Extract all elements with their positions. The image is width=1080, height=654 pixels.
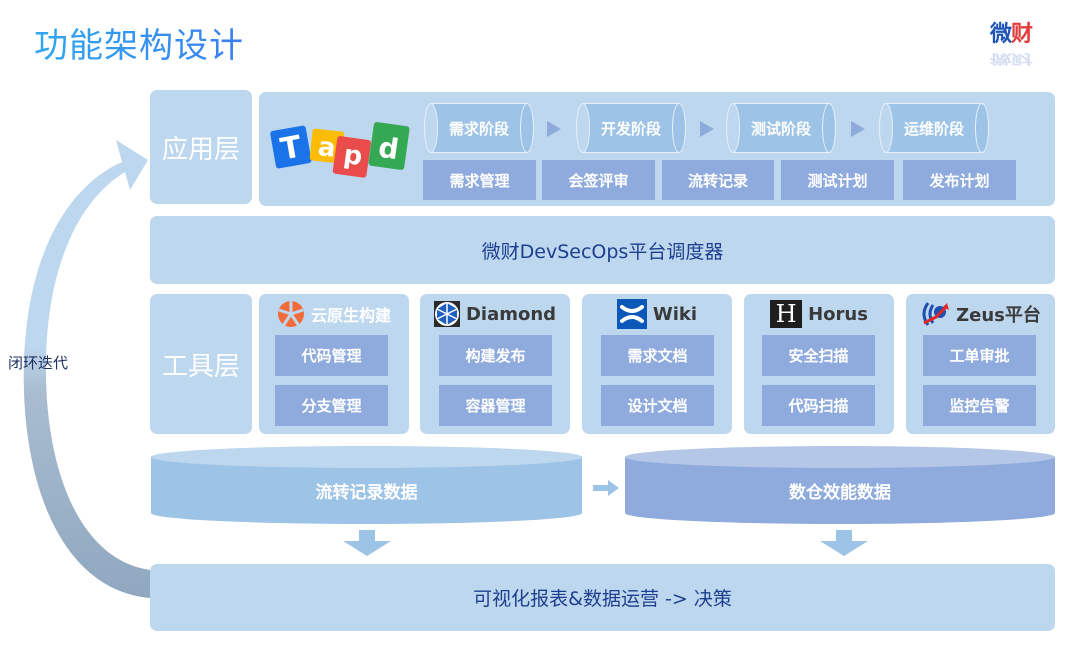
arrow-right-icon — [593, 480, 619, 496]
brand-reflect-2: 财 — [1011, 51, 1033, 66]
function-box: 构建发布 — [439, 335, 552, 376]
tapd-letter-p: p — [342, 140, 365, 172]
tool-card-header: H Horus — [744, 300, 894, 328]
tapd-letter-a: a — [316, 132, 337, 164]
application-layer-label-text: 应用层 — [161, 134, 240, 165]
stage-body — [732, 103, 830, 153]
dispatcher-panel: 微财DevSecOps平台调度器 — [150, 216, 1055, 284]
wiki-icon — [616, 299, 647, 329]
stage-cap — [576, 103, 590, 153]
brand-logo: 微财 微财 — [990, 16, 1050, 72]
stage-cap — [975, 103, 989, 153]
stage-body — [885, 103, 983, 153]
tool-card-header: Diamond — [420, 300, 570, 328]
stage-cap — [879, 103, 893, 153]
stage-label: 运维阶段 — [903, 119, 964, 138]
arrow-right-icon — [700, 121, 714, 137]
stage-label: 开发阶段 — [600, 119, 661, 138]
arrow-right-icon — [851, 121, 865, 137]
report-panel: 可视化报表&数据运营 -> 决策 — [150, 564, 1055, 631]
function-box: 代码扫描 — [762, 385, 875, 426]
page-title: 功能架构设计 — [34, 18, 244, 67]
function-box: 安全扫描 — [762, 335, 875, 376]
tapd-logo-icon: T a p d — [270, 122, 410, 178]
brand-reflect-1: 微 — [990, 51, 1012, 66]
function-box: 分支管理 — [275, 385, 388, 426]
report-label: 可视化报表&数据运营 -> 决策 — [473, 588, 732, 610]
function-box: 测试计划 — [781, 160, 894, 200]
tool-card-cloud-native: 云原生构建 代码管理 分支管理 — [259, 294, 409, 434]
function-box: 发布计划 — [903, 160, 1016, 200]
tool-name: Wiki — [652, 303, 698, 325]
stage-cap — [424, 103, 438, 153]
tool-card-zeus: Zeus平台 工单审批 监控告警 — [906, 294, 1055, 434]
loop-arrow-icon — [23, 140, 150, 598]
tool-name: Horus — [808, 303, 868, 325]
function-box: 需求文档 — [601, 335, 714, 376]
cylinder-top — [151, 446, 582, 468]
tool-layer-label-text: 工具层 — [161, 351, 240, 382]
application-layer-panel: T a p d 需求阶段 开发阶段 测试阶段 运维阶段 需求管理 会签评审 流转… — [259, 92, 1055, 206]
horus-icon: H — [770, 300, 803, 328]
arrow-down-icon — [820, 530, 868, 556]
data-store-label: 流转记录数据 — [315, 482, 418, 503]
tool-card-diamond: Diamond 构建发布 容器管理 — [420, 294, 570, 434]
data-store-flow-records: 流转记录数据 — [151, 446, 582, 524]
cylinder-top — [625, 446, 1055, 468]
data-store-label: 数仓效能数据 — [789, 482, 891, 503]
tool-name: Diamond — [465, 303, 557, 325]
tool-card-wiki: Wiki 需求文档 设计文档 — [582, 294, 732, 434]
brand-logo-reflection: 微财 — [990, 50, 1050, 69]
tool-card-horus: H Horus 安全扫描 代码扫描 — [744, 294, 894, 434]
function-box: 会签评审 — [542, 160, 655, 200]
loop-label: 闭环迭代 — [8, 354, 69, 372]
brand-char-2: 财 — [1011, 22, 1033, 47]
diamond-icon — [433, 301, 460, 327]
arrow-right-icon — [547, 121, 561, 137]
tool-card-header: Zeus平台 — [906, 300, 1055, 328]
function-box: 流转记录 — [662, 160, 774, 200]
tool-layer-label: 工具层 — [150, 294, 252, 434]
stage-testing: 测试阶段 — [726, 103, 836, 153]
tool-card-header: 云原生构建 — [259, 300, 409, 328]
function-box: 容器管理 — [439, 385, 552, 426]
loop-arrow-body — [23, 140, 150, 598]
data-store-warehouse: 数仓效能数据 — [625, 446, 1055, 524]
function-box: 监控告警 — [923, 385, 1036, 426]
stage-cap — [822, 103, 836, 153]
zeus-icon — [922, 302, 950, 326]
stage-body — [430, 103, 528, 153]
stage-label: 测试阶段 — [750, 119, 811, 138]
application-layer-label: 应用层 — [150, 90, 252, 204]
cloud-native-icon — [277, 301, 304, 327]
tool-card-header: Wiki — [582, 299, 732, 329]
function-box: 需求管理 — [423, 160, 536, 200]
stage-operations: 运维阶段 — [879, 103, 989, 153]
function-box: 代码管理 — [275, 335, 388, 376]
dispatcher-label: 微财DevSecOps平台调度器 — [481, 240, 724, 263]
tool-name: Zeus平台 — [956, 305, 1041, 326]
stage-requirements: 需求阶段 — [424, 103, 534, 153]
stage-label: 需求阶段 — [448, 119, 509, 138]
stage-cap — [672, 103, 686, 153]
arrow-down-icon — [343, 530, 391, 556]
brand-logo-text: 微财 — [990, 16, 1050, 48]
tapd-letter-d: d — [376, 131, 400, 166]
function-box: 工单审批 — [923, 335, 1036, 376]
tool-name: 云原生构建 — [310, 306, 391, 325]
stage-body — [582, 103, 680, 153]
brand-char-1: 微 — [990, 22, 1012, 47]
stage-cap — [520, 103, 534, 153]
stage-development: 开发阶段 — [576, 103, 686, 153]
stage-cap — [726, 103, 740, 153]
function-box: 设计文档 — [601, 385, 714, 426]
